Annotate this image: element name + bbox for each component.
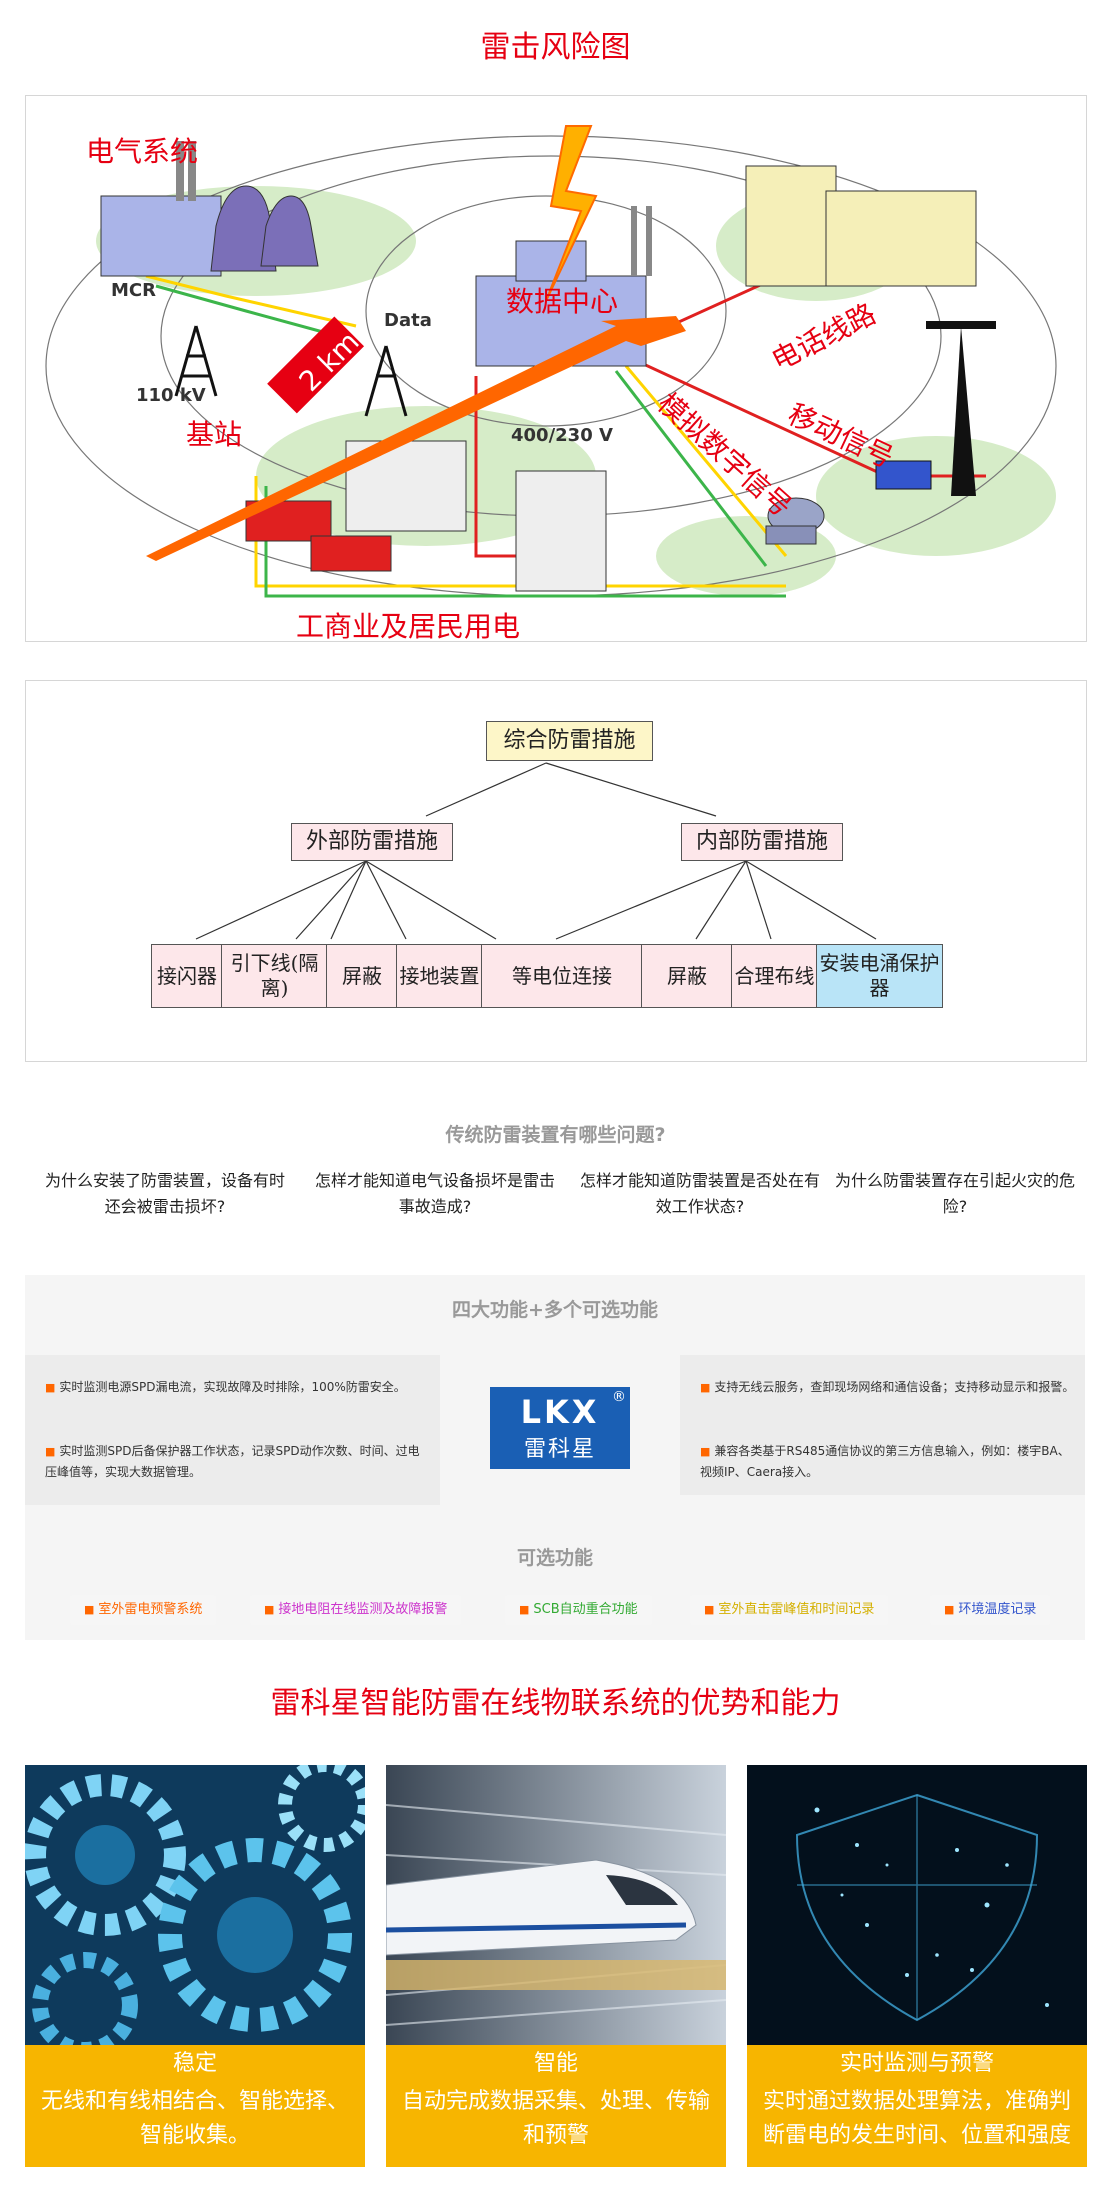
functions-title: 四大功能+多个可选功能 — [452, 1299, 658, 1321]
label-electrical: 电气系统 — [86, 135, 198, 168]
question-2: 怎样才能知道电气设备损坏是雷击事故造成? — [314, 1171, 555, 1216]
risk-title: 雷击风险图 — [480, 30, 631, 65]
advantage-caption-monitor: 实时监测与预警 实时通过数据处理算法，准确判断雷电的发生时间、位置和强度 — [747, 2045, 1087, 2167]
optional-item-5: ■环境温度记录 — [930, 1595, 1051, 1625]
question-4: 为什么防雷装置存在引起火灾的危险? — [834, 1171, 1075, 1216]
advantage-card-smart: 智能 自动完成数据采集、处理、传输和预警 — [386, 1765, 726, 2167]
function-left-1: ■实时监测电源SPD漏电流，实现故障及时排除，100%防雷安全。 — [45, 1380, 406, 1394]
functions-right-box: ■支持无线云服务，查卸现场网络和通信设备；支持移动显示和报警。 ■兼容各类基于R… — [680, 1355, 1085, 1495]
optional-item-1: ■室外雷电预警系统 — [70, 1595, 217, 1625]
train-image — [386, 1765, 726, 2045]
gears-image — [25, 1765, 365, 2045]
label-analog-digital: 模拟数字信号 — [651, 387, 798, 524]
tree-leaf-shield-ext: 屏蔽 — [326, 944, 398, 1008]
tree-internal: 内部防雷措施 — [681, 823, 843, 861]
functions-left-box: ■实时监测电源SPD漏电流，实现故障及时排除，100%防雷安全。 ■实时监测SP… — [25, 1355, 440, 1505]
shield-image — [747, 1765, 1087, 2045]
label-400v: 400/230 V — [511, 425, 613, 446]
advantage-heading-monitor: 实时监测与预警 — [839, 2051, 994, 2076]
optional-item-3: ■SCB自动重合功能 — [505, 1595, 652, 1625]
optional-title: 可选功能 — [516, 1547, 593, 1569]
tree-leaf-equipotential: 等电位连接 — [481, 944, 643, 1008]
advantage-text-smart: 自动完成数据采集、处理、传输和预警 — [401, 2089, 710, 2149]
logo-registered: ® — [612, 1389, 626, 1405]
advantage-heading-stable: 稳定 — [172, 2051, 217, 2076]
advantage-caption-smart: 智能 自动完成数据采集、处理、传输和预警 — [386, 2045, 726, 2167]
label-data: Data — [384, 310, 432, 331]
tree-root: 综合防雷措施 — [486, 721, 653, 761]
problems-title: 传统防雷装置有哪些问题? — [445, 1124, 666, 1146]
function-left-2: ■实时监测SPD后备保护器工作状态，记录SPD动作次数、时间、过电压峰值等，实现… — [45, 1444, 420, 1479]
label-industrial: 工商业及居民用电 — [296, 610, 520, 641]
tree-leaf-wiring: 合理布线 — [731, 944, 818, 1008]
tree-leaf-down-conductor: 引下线(隔离) — [221, 944, 328, 1008]
optional-item-2: ■接地电阻在线监测及故障报警 — [250, 1595, 462, 1625]
tree-connectors — [195, 762, 877, 940]
tree-leaf-shield-int: 屏蔽 — [641, 944, 733, 1008]
tree-leaf-grounding: 接地装置 — [396, 944, 483, 1008]
tree-leaf-air-terminal: 接闪器 — [151, 944, 223, 1008]
label-base-station: 基站 — [186, 418, 242, 451]
tree-external: 外部防雷措施 — [291, 823, 453, 861]
advantage-card-monitor: 实时监测与预警 实时通过数据处理算法，准确判断雷电的发生时间、位置和强度 — [747, 1765, 1087, 2167]
label-mcr: MCR — [111, 280, 156, 301]
question-1: 为什么安装了防雷装置，设备有时还会被雷击损坏? — [44, 1171, 285, 1216]
advantage-text-monitor: 实时通过数据处理算法，准确判断雷电的发生时间、位置和强度 — [762, 2089, 1071, 2149]
logo-text: LKX — [520, 1393, 600, 1431]
risk-diagram: 电气系统 MCR 110 kV 基站 Data 数据中心 2 km 电话线路 4… — [45, 125, 1057, 643]
function-right-2: ■兼容各类基于RS485通信协议的第三方信息输入，例如：楼宇BA、视频IP、Ca… — [700, 1444, 1070, 1479]
advantage-card-stable: 稳定 无线和有线相结合、智能选择、智能收集。 — [25, 1765, 365, 2167]
lkx-logo: LKX 雷科星 ® — [490, 1387, 630, 1469]
advantage-text-stable: 无线和有线相结合、智能选择、智能收集。 — [40, 2089, 349, 2149]
advantage-caption-stable: 稳定 无线和有线相结合、智能选择、智能收集。 — [25, 2045, 365, 2167]
advantage-heading-smart: 智能 — [533, 2051, 578, 2076]
tree-leaf-spd: 安装电涌保护器 — [816, 944, 943, 1008]
optional-item-4: ■室外直击雷峰值和时间记录 — [690, 1595, 889, 1625]
function-right-1: ■支持无线云服务，查卸现场网络和通信设备；支持移动显示和报警。 — [700, 1380, 1075, 1394]
functions-panel: 四大功能+多个可选功能 ■实时监测电源SPD漏电流，实现故障及时排除，100%防… — [25, 1275, 1085, 1640]
advantages-title: 雷科星智能防雷在线物联系统的优势和能力 — [270, 1686, 841, 1721]
label-phone-line: 电话线路 — [766, 297, 881, 377]
question-3: 怎样才能知道防雷装置是否处在有效工作状态? — [579, 1171, 820, 1216]
risk-diagram-panel: 电气系统 MCR 110 kV 基站 Data 数据中心 2 km 电话线路 4… — [25, 95, 1087, 643]
logo-cn: 雷科星 — [523, 1437, 596, 1462]
label-110kv: 110 kV — [136, 385, 206, 406]
label-data-center: 数据中心 — [506, 285, 618, 318]
protection-tree-panel: 综合防雷措施 外部防雷措施 内部防雷措施 接闪器 引下线(隔离) 屏蔽 接地装置… — [25, 680, 1087, 1062]
